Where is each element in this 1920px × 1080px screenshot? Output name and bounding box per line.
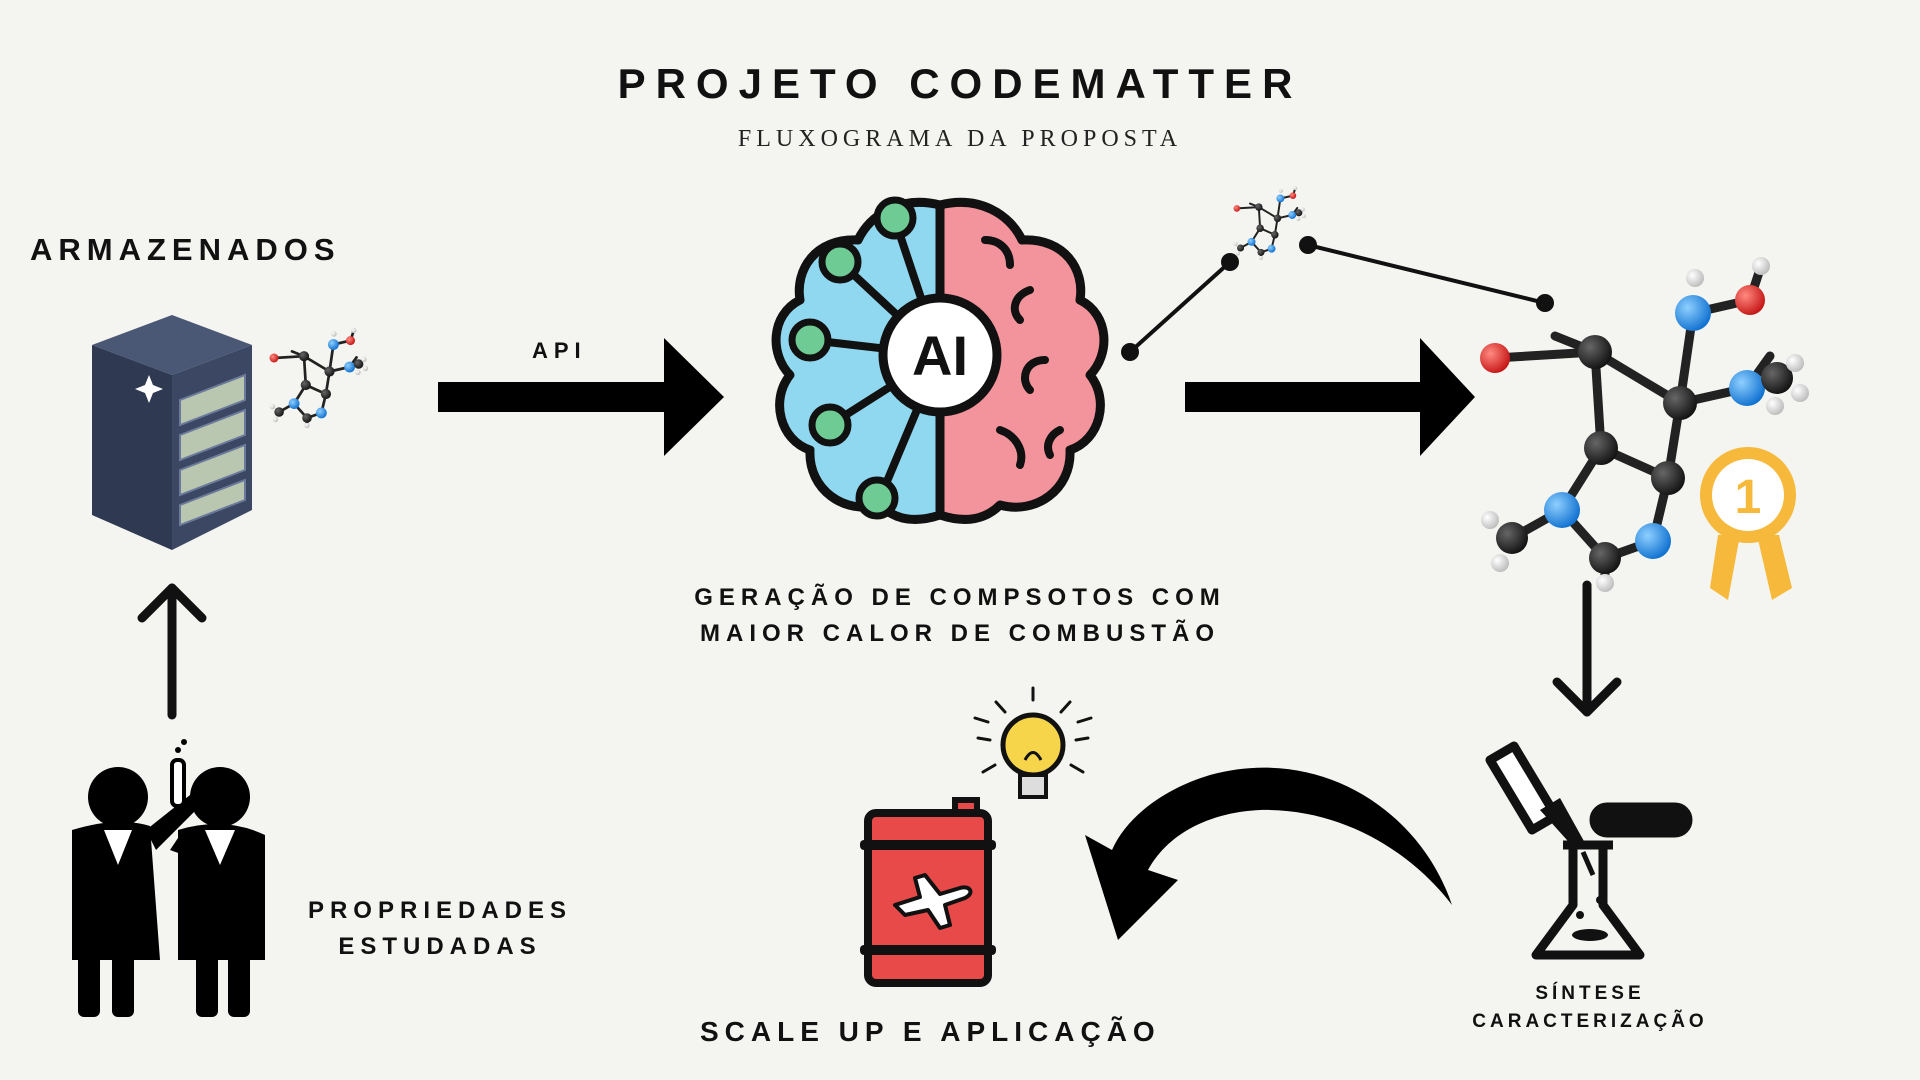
ai-generation-label-line1: GERAÇÃO DE COMPSOTOS COM: [694, 584, 1226, 611]
properties-label-line2: ESTUDADAS: [338, 933, 542, 960]
lab-flask-icon: [1485, 741, 1693, 960]
tiny-molecule-icon: [1232, 185, 1307, 261]
scale-up-label: SCALE UP E APLICAÇÃO: [700, 1016, 1161, 1047]
server-rack-icon: [92, 315, 252, 550]
small-molecule-icon: [268, 326, 370, 430]
page-subtitle: FLUXOGRAMA DA PROPOSTA: [737, 126, 1183, 152]
api-label: API: [532, 338, 587, 363]
synthesis-label: SÍNTESE CARACTERIZAÇÃO: [1420, 980, 1760, 1036]
page-title: PROJETO CODEMATTER: [617, 60, 1303, 107]
connector-lines: [1121, 236, 1554, 361]
properties-label: PROPRIEDADES ESTUDADAS: [290, 893, 590, 965]
curved-arrow: [1085, 767, 1452, 940]
api-arrow: [438, 338, 724, 456]
ai-generation-label-line2: MAIOR CALOR DE COMBUSTÃO: [700, 620, 1220, 647]
ai-text: AI: [912, 324, 968, 387]
synthesis-label-line2: CARACTERIZAÇÃO: [1472, 1011, 1708, 1032]
down-arrow: [1552, 580, 1622, 717]
result-arrow: [1185, 338, 1475, 456]
fuel-barrel-icon: [860, 797, 996, 987]
ai-brain-icon: AI: [771, 196, 1109, 524]
stored-label: ARMAZENADOS: [30, 232, 341, 267]
medal-text: 1: [1735, 471, 1762, 524]
medal-icon: 1: [1700, 447, 1796, 600]
lightbulb-icon: [973, 686, 1093, 799]
up-arrow: [137, 583, 207, 720]
scientists-icon: [72, 739, 265, 1017]
properties-label-line1: PROPRIEDADES: [307, 897, 573, 924]
synthesis-label-line1: SÍNTESE: [1535, 983, 1645, 1004]
ai-generation-label: GERAÇÃO DE COMPSOTOS COM MAIOR CALOR DE …: [640, 580, 1280, 652]
